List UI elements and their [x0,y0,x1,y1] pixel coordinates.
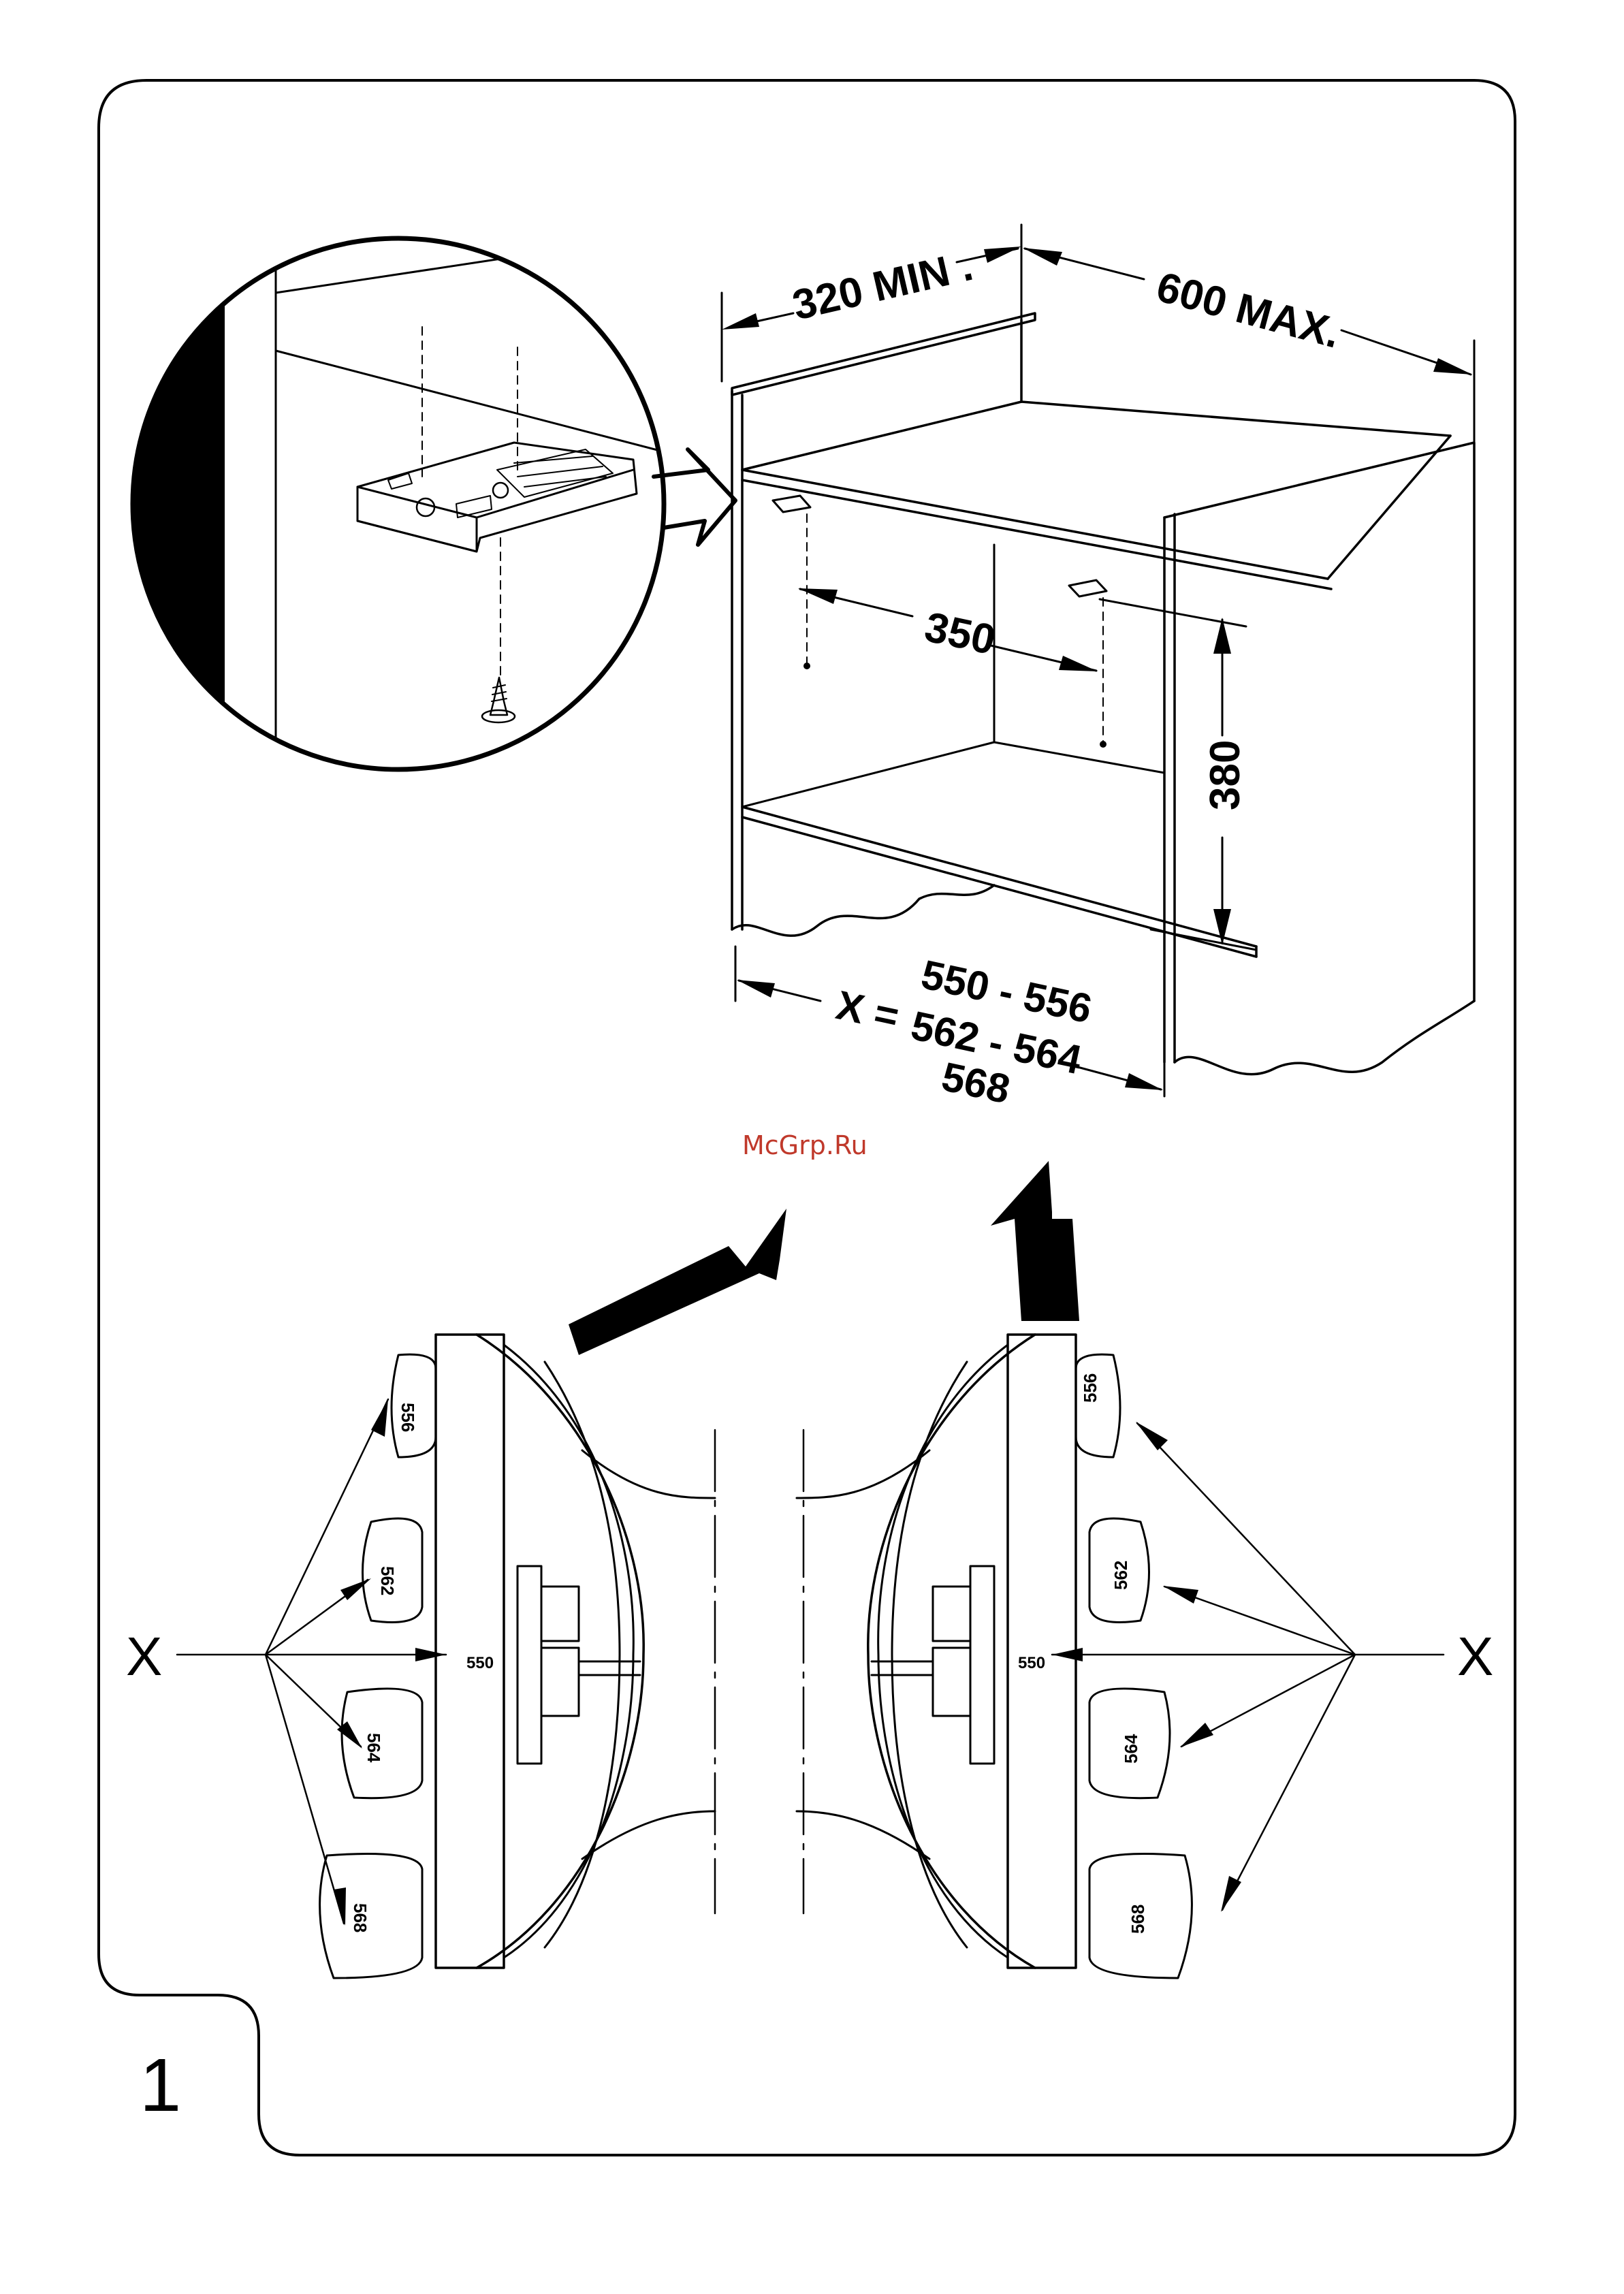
label-350: 350 [921,603,1000,664]
adjuster-left: 556 562 550 564 568 X [126,1335,715,1978]
left-label-568: 568 [350,1903,370,1932]
right-label-556: 556 [1080,1373,1100,1403]
arrow-up-right-icon [569,1209,786,1355]
left-label-556: 556 [398,1403,418,1432]
right-label-564: 564 [1121,1734,1141,1764]
label-380: 380 [1202,740,1249,810]
adjuster-right: 556 562 550 564 568 X [797,1335,1493,1978]
right-label-562: 562 [1111,1561,1131,1590]
dimension-320-min: 320 MIN . [722,225,1021,381]
watermark: McGrp.Ru [742,1130,867,1160]
left-label-562: 562 [377,1566,398,1595]
figure-number: 1 [140,2043,181,2127]
bracket-part [357,443,637,552]
screw-icon [482,678,515,722]
arrow-up-icon [991,1161,1079,1321]
label-x: X = [832,982,903,1040]
dimension-x: X = 550 - 556 562 - 564 568 [735,946,1164,1113]
label-600-max: 600 MAX. [1151,264,1345,357]
right-label-568: 568 [1128,1905,1148,1934]
page-frame [99,80,1515,2155]
left-marker-x: X [126,1626,162,1687]
dimension-600-max: 600 MAX. [1023,248,1474,443]
right-label-550: 550 [1018,1654,1045,1672]
cabinet-drawing [732,313,1474,1074]
left-label-550: 550 [466,1654,494,1672]
label-320-min: 320 MIN . [789,242,977,330]
dimension-350: 350 [798,588,1098,671]
dimension-380: 380 [1100,599,1256,950]
left-label-564: 564 [364,1733,384,1763]
bracket-detail-circle [102,225,681,783]
right-marker-x: X [1457,1626,1493,1687]
